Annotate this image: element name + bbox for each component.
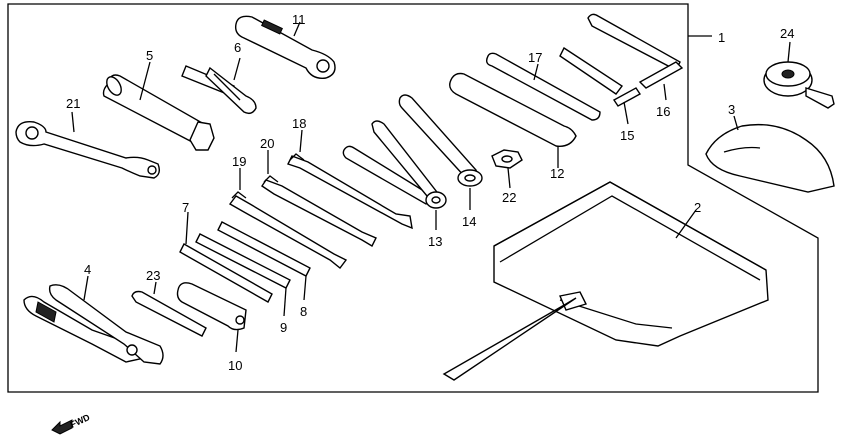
part-22-nut	[491, 149, 523, 189]
fwd-direction-marker: FWD	[51, 412, 92, 435]
part-21-ring-spanner	[15, 111, 161, 179]
callout-2: 2	[694, 200, 701, 215]
part-2-tool-bag	[442, 181, 769, 381]
callout-9: 9	[280, 320, 287, 335]
callout-22: 22	[502, 190, 516, 205]
callout-20: 20	[260, 136, 274, 151]
callout-7: 7	[182, 200, 189, 215]
callout-4: 4	[84, 262, 91, 277]
callout-13: 13	[428, 234, 442, 249]
part-14-spanner	[398, 94, 483, 210]
part-6-feeler-gauge	[181, 57, 257, 115]
part-17-bar	[485, 52, 601, 121]
part-4-pliers	[23, 275, 164, 365]
part-13-spanner	[342, 120, 447, 230]
callout-1: 1	[718, 30, 725, 45]
part-19-spanner	[228, 168, 348, 269]
callout-15: 15	[620, 128, 634, 143]
callout-12: 12	[550, 166, 564, 181]
callout-14: 14	[462, 214, 476, 229]
part-7-screwdriver-blade	[179, 211, 273, 303]
part-11-spanner	[234, 15, 336, 79]
callout-23: 23	[146, 268, 160, 283]
part-24-tape-measure	[763, 41, 835, 109]
part-12-flat-bar	[449, 72, 577, 168]
callout-18: 18	[292, 116, 306, 131]
part-8-screwdriver-blade	[217, 221, 311, 301]
callout-6: 6	[234, 40, 241, 55]
callout-21: 21	[66, 96, 80, 111]
part-9-screwdriver-blade	[195, 233, 291, 317]
part-23-screwdriver-blade	[131, 281, 207, 337]
callout-8: 8	[300, 304, 307, 319]
part-10-screwdriver-handle	[176, 282, 247, 353]
part-5-box-spanner	[102, 61, 215, 151]
callout-5: 5	[146, 48, 153, 63]
callout-19: 19	[232, 154, 246, 169]
part-18-spanner	[287, 129, 413, 230]
fwd-label: FWD	[69, 412, 92, 430]
frame-outline	[7, 3, 819, 393]
callout-24: 24	[780, 26, 794, 41]
callout-11: 11	[292, 12, 306, 27]
callout-16: 16	[656, 104, 670, 119]
callout-17: 17	[528, 50, 542, 65]
callout-3: 3	[728, 102, 735, 117]
part-15-rod	[559, 46, 642, 125]
part-16-l-wrench	[587, 13, 684, 101]
callout-10: 10	[228, 358, 242, 373]
part-20-spanner	[261, 150, 377, 247]
part-3-strap	[705, 115, 835, 193]
